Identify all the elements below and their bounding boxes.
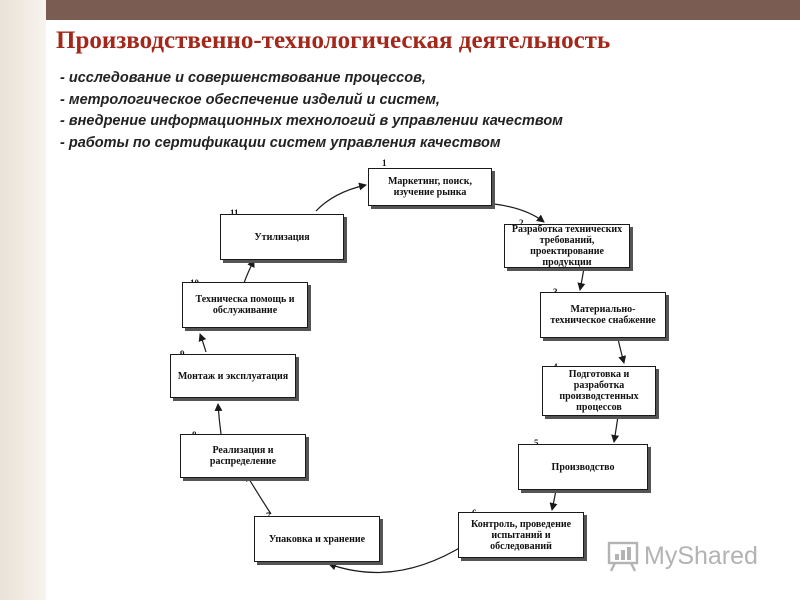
arrow-6-to-7 (328, 543, 467, 574)
arrow-2-to-3 (577, 267, 586, 291)
bullet-item: - исследование и совершенствование проце… (60, 70, 426, 86)
arrow-1-to-2 (493, 203, 545, 223)
watermark-logo: MyShared (606, 536, 786, 576)
presentation-board-icon (607, 541, 639, 572)
left-decor-band (0, 0, 46, 600)
step-box-supply: Материально-техническое снабжение (540, 292, 666, 338)
slide-title: Производственно-технологическая деятельн… (56, 27, 611, 54)
arrow-11-to-1 (315, 182, 367, 212)
arrow-7-to-8 (245, 473, 272, 515)
step-box-disposal: Утилизация (220, 214, 344, 260)
step-box-production: Производство (518, 444, 648, 490)
header-bar (46, 0, 800, 20)
bullet-item: - внедрение информационных технологий в … (60, 113, 563, 129)
arrow-5-to-6 (549, 489, 558, 511)
arrow-9-to-10 (198, 333, 207, 353)
step-box-design: Разработка технических требований, проек… (504, 224, 630, 268)
step-box-installation: Монтаж и эксплуатация (170, 354, 296, 398)
step-number: 2 (519, 218, 524, 228)
arrow-10-to-11 (243, 259, 255, 284)
step-box-marketing: Маркетинг, поиск, изучение рынка (368, 168, 492, 206)
bullet-item: - метрологическое обеспечение изделий и … (60, 91, 440, 108)
arrow-8-to-9 (214, 403, 223, 435)
step-box-inspection: Контроль, проведение испытаний и обследо… (458, 512, 584, 558)
cycle-arrows (198, 182, 627, 574)
quality-loop-diagram: 1 Маркетинг, поиск, изучение рынка 2 Раз… (166, 156, 670, 600)
step-number: 1 (382, 158, 387, 168)
step-box-packaging: Упаковка и хранение (254, 516, 380, 562)
step-number: 11 (230, 208, 239, 218)
bullet-list: - исследование и совершенствование проце… (60, 68, 563, 154)
step-number: 5 (534, 438, 539, 448)
bullet-item: - работы по сертификации систем управлен… (60, 134, 501, 151)
watermark-text: MyShared (644, 541, 758, 570)
step-box-support: Техническа помощь и обслуживание (182, 282, 308, 328)
arrow-4-to-5 (611, 415, 620, 443)
step-box-distribution: Реализация и распределение (180, 434, 306, 478)
arrow-3-to-4 (617, 338, 627, 364)
step-box-process-prep: Подготовка и разработка производстенных … (542, 366, 656, 416)
